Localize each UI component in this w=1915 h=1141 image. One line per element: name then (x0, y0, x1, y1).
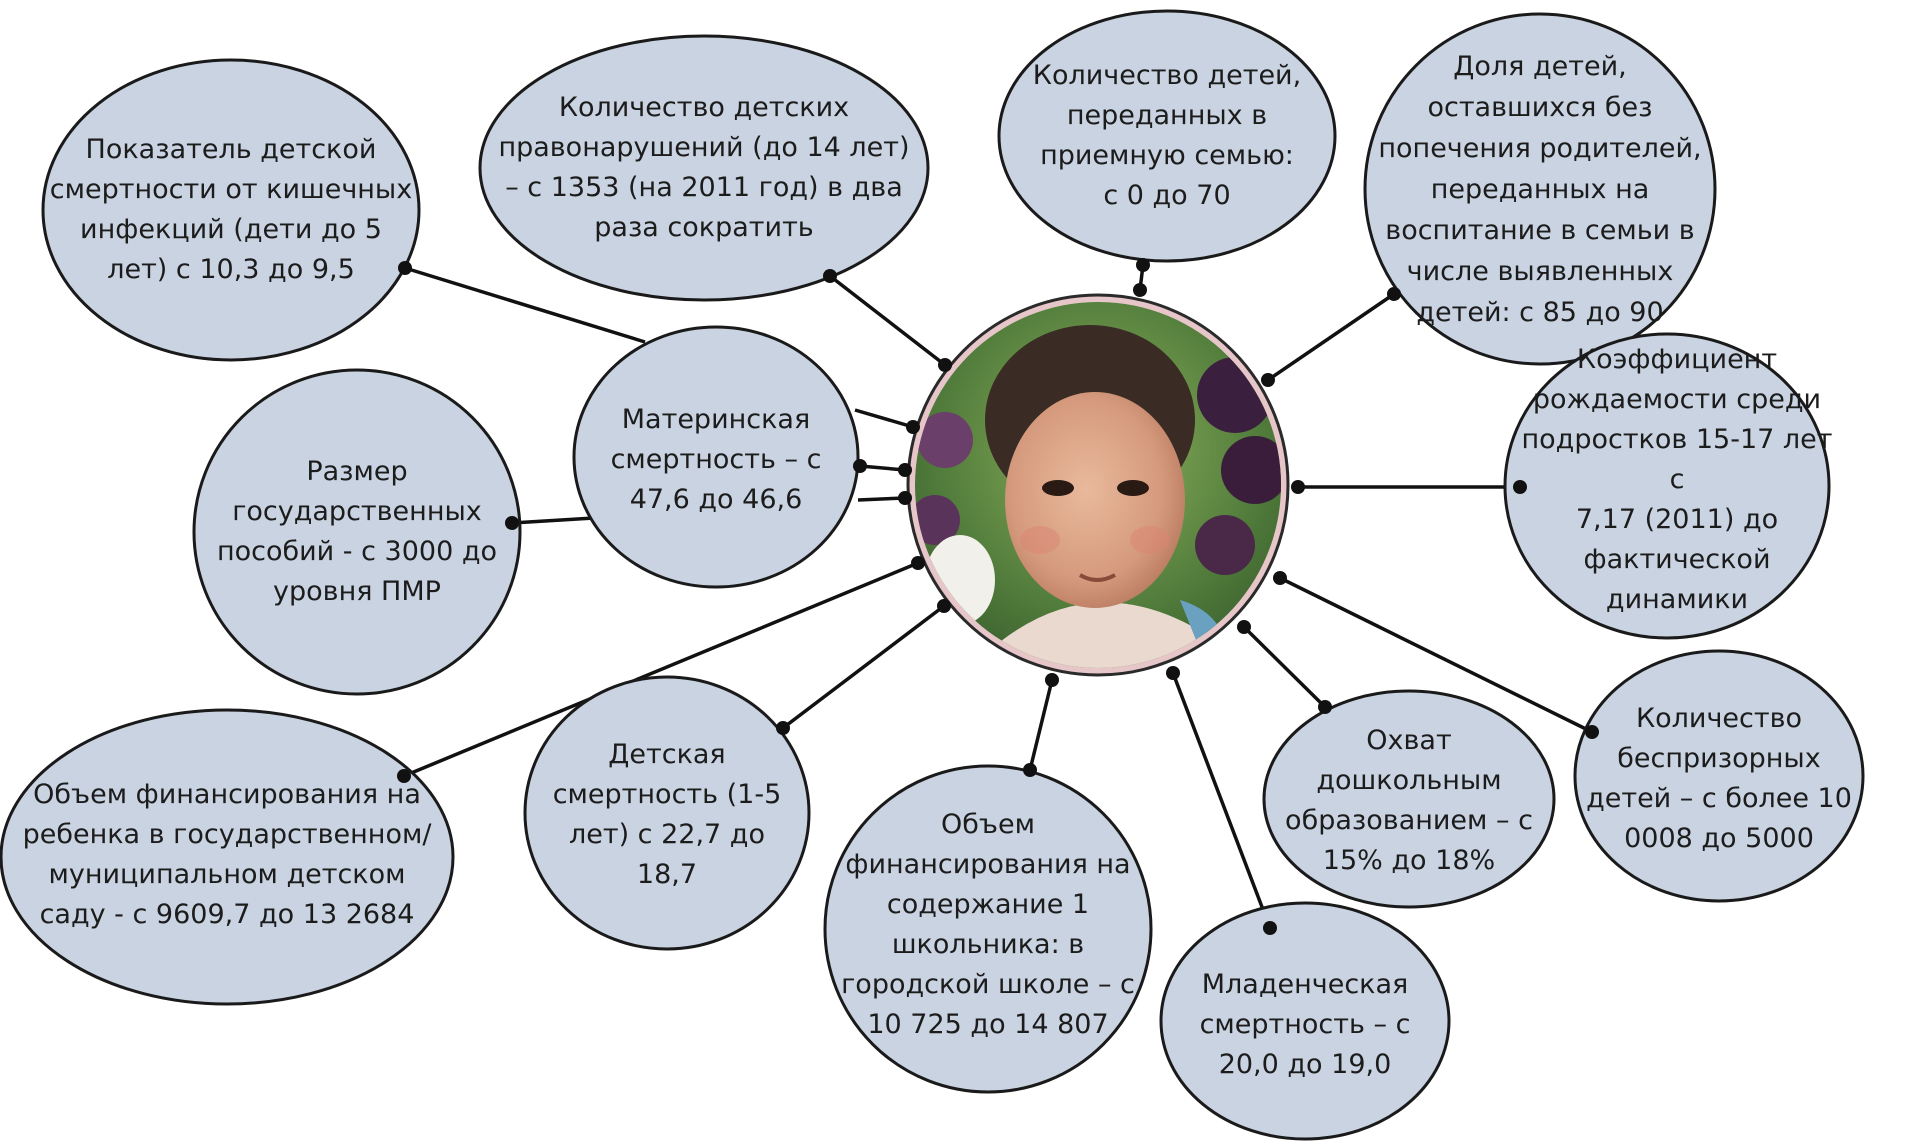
connector-line (857, 496, 906, 502)
connector-line (403, 561, 919, 778)
connector-line (828, 274, 947, 367)
connector-dot (898, 491, 912, 505)
connector-dot (911, 556, 925, 570)
connector-dot (397, 769, 411, 783)
connector-dot (1318, 700, 1332, 714)
bubble-foster-family-children (997, 9, 1337, 263)
connector-dot (1263, 921, 1277, 935)
bubble-child-mortality-intestinal (41, 58, 421, 362)
bubble-preschool-coverage (1262, 689, 1556, 909)
bubble-child-mortality-1-5 (523, 675, 811, 951)
connector-dot (853, 459, 867, 473)
connector-dot (1291, 480, 1305, 494)
bubbles (0, 9, 1865, 1141)
bubble-juvenile-offenses (478, 34, 930, 302)
bubble-infant-mortality (1159, 901, 1451, 1141)
connector-dot (1237, 620, 1251, 634)
bubble-teen-birth-rate (1503, 332, 1831, 640)
connector-line (1028, 679, 1054, 771)
connector-line (1242, 625, 1327, 709)
connector-line (511, 516, 595, 525)
connector-dot (1136, 258, 1150, 272)
center-photo (906, 293, 1290, 677)
connector-line (859, 464, 906, 472)
connector-dot (1133, 283, 1147, 297)
bubble-homeless-children (1573, 649, 1865, 903)
connector-dot (1585, 725, 1599, 739)
connector-dots (397, 258, 1599, 935)
connector-dot (1261, 373, 1275, 387)
connector-line (404, 266, 646, 344)
connector-line (1171, 672, 1272, 929)
connector-dot (937, 599, 951, 613)
connector-dot (776, 721, 790, 735)
connector-line (1267, 292, 1395, 382)
connector-dot (1387, 287, 1401, 301)
connector-line (781, 604, 946, 730)
connector-dot (1273, 571, 1287, 585)
bubble-state-allowances (192, 368, 522, 696)
connector-dot (398, 261, 412, 275)
connector-dot (1045, 673, 1059, 687)
connector-dot (938, 358, 952, 372)
connector-dot (1513, 480, 1527, 494)
bubble-kindergarten-funding (0, 708, 455, 1006)
bubble-pupil-funding (823, 764, 1153, 1094)
connector-line (854, 408, 914, 429)
connector-dot (505, 516, 519, 530)
connector-dot (1023, 763, 1037, 777)
connector-dot (898, 463, 912, 477)
connector-line (1279, 576, 1593, 734)
connectors (403, 264, 1593, 929)
connector-dot (823, 269, 837, 283)
connector-dot (1166, 666, 1180, 680)
connector-dot (906, 420, 920, 434)
bubble-orphans-family-share (1363, 12, 1717, 366)
bubble-maternal-mortality (572, 325, 860, 589)
